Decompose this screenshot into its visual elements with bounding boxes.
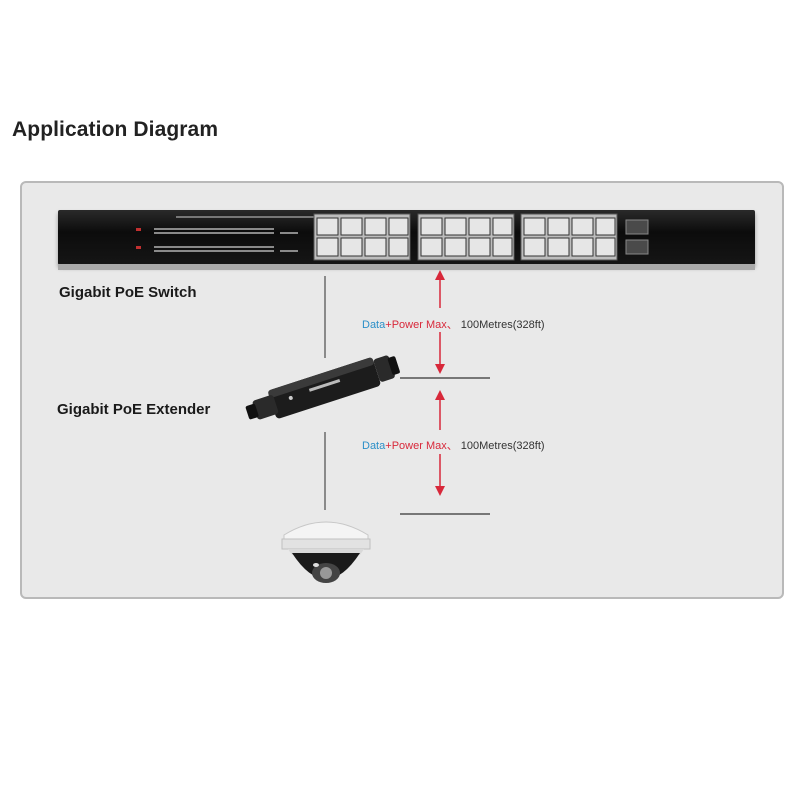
switch-base xyxy=(58,264,755,270)
switch-ports-graphic xyxy=(136,213,649,261)
distance-label-2: Data+Power Max、 100Metres(328ft) xyxy=(362,437,545,453)
poe-switch-image xyxy=(58,210,755,265)
extender-label: Gigabit PoE Extender xyxy=(57,401,211,418)
distance-arrow-2 xyxy=(435,390,445,496)
power-text: Power xyxy=(391,440,423,452)
data-text: Data xyxy=(362,440,386,452)
page-title: Application Diagram xyxy=(12,118,219,141)
max-text: Max、 xyxy=(425,440,458,452)
segment-divider-2 xyxy=(400,513,490,515)
poe-extender-image xyxy=(245,355,400,420)
data-text: Data xyxy=(362,319,386,331)
distance-label-1: Data+Power Max、 100Metres(328ft) xyxy=(362,316,545,332)
switch-label: Gigabit PoE Switch xyxy=(59,284,197,301)
cable-line-lower xyxy=(324,432,326,510)
distance-arrow-1 xyxy=(435,270,445,374)
segment-divider-1 xyxy=(400,377,490,379)
distance-text: 100Metres(328ft) xyxy=(460,319,545,331)
distance-text: 100Metres(328ft) xyxy=(460,440,545,452)
dome-camera-image xyxy=(281,521,371,583)
plus-text: + xyxy=(385,440,392,452)
plus-text: + xyxy=(385,319,392,331)
max-text: Max、 xyxy=(425,319,458,331)
cable-line-upper xyxy=(324,276,326,358)
power-text: Power xyxy=(391,319,423,331)
